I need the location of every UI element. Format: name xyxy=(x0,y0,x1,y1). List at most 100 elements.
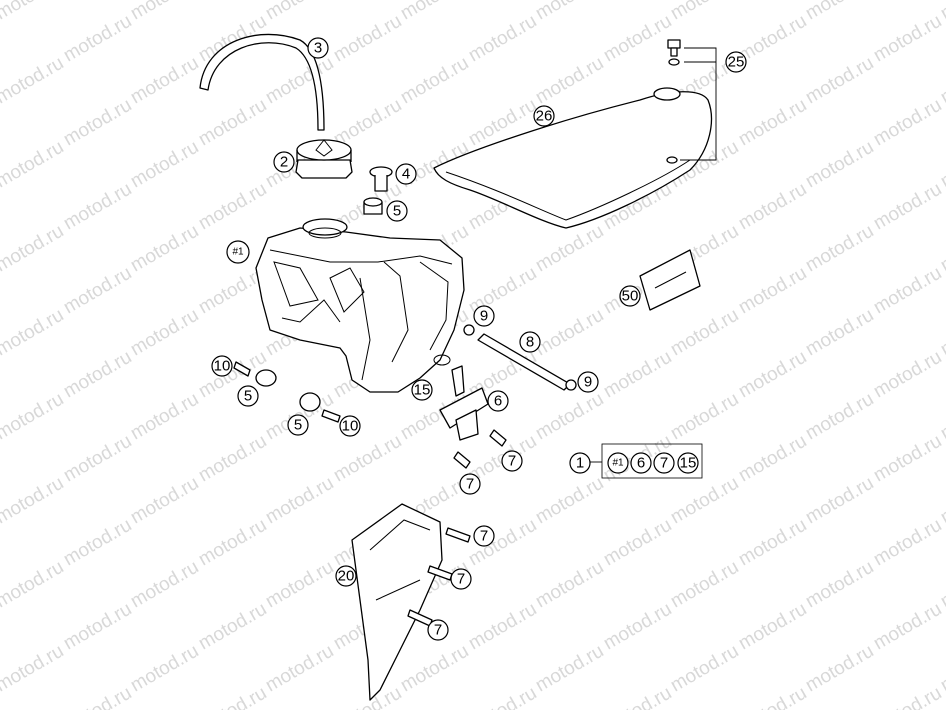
tap-screw-right xyxy=(489,429,507,447)
watermark-text: motod.ru xyxy=(60,431,135,487)
callout-c9b: 9 xyxy=(577,371,599,393)
callout-circle xyxy=(339,415,361,437)
spoiler-screw-top xyxy=(445,527,471,543)
watermark-text: motod.ru xyxy=(735,179,810,235)
watermark-text: motod.ru xyxy=(600,683,675,710)
watermark-text: motod.ru xyxy=(60,683,135,710)
clip-top xyxy=(463,324,475,336)
watermark-text: motod.ru xyxy=(465,11,540,67)
callout-label: 5 xyxy=(294,417,302,434)
watermark-text: motod.ru xyxy=(600,11,675,67)
callout-label: 7 xyxy=(457,571,465,588)
watermark-text: motod.ru xyxy=(127,0,202,24)
callout-c25: 25 xyxy=(725,51,747,73)
callout-label: 50 xyxy=(622,288,639,305)
callout-c5a: 5 xyxy=(386,200,408,222)
watermark-text: motod.ru xyxy=(600,599,675,655)
callout-label: 7 xyxy=(466,476,474,493)
watermark-text: motod.ru xyxy=(60,599,135,655)
watermark-text: motod.ru xyxy=(802,641,877,697)
watermark-text: motod.ru xyxy=(127,137,202,193)
callout-circle xyxy=(386,200,408,222)
callout-circle xyxy=(677,452,699,474)
watermark-text: motod.ru xyxy=(0,137,67,193)
watermark-text: motod.ru xyxy=(262,557,337,613)
watermark-text: motod.ru xyxy=(195,431,270,487)
callout-circle xyxy=(450,568,472,590)
watermark-text: motod.ru xyxy=(127,53,202,109)
callout-c7e: 7 xyxy=(427,619,449,641)
watermark-text: motod.ru xyxy=(870,11,945,67)
watermark-text: motod.ru xyxy=(870,431,945,487)
callout-circle xyxy=(395,163,417,185)
callout-circle xyxy=(473,305,495,327)
watermark-text: motod.ru xyxy=(802,53,877,109)
bushing-lower xyxy=(299,392,321,412)
fuel-tank xyxy=(255,218,465,393)
watermark-text: motod.ru xyxy=(127,221,202,277)
callout-c7a: 7 xyxy=(501,450,523,472)
watermark-text: motod.ru xyxy=(60,11,135,67)
watermark-text: motod.ru xyxy=(0,305,67,361)
callout-label: 5 xyxy=(393,203,401,220)
seat xyxy=(433,87,712,229)
watermark-text: motod.ru xyxy=(802,221,877,277)
watermark-text: motod.ru xyxy=(465,599,540,655)
callout-c7d: 7 xyxy=(450,568,472,590)
callout-label: #1 xyxy=(232,247,244,258)
callout-c10b: 10 xyxy=(339,415,361,437)
kit-box xyxy=(601,443,703,479)
callout-label: 3 xyxy=(314,40,322,57)
watermark-text: motod.ru xyxy=(127,641,202,697)
watermark-text: motod.ru xyxy=(0,0,67,24)
callout-c5c: 5 xyxy=(287,414,309,436)
watermark-text: motod.ru xyxy=(735,599,810,655)
watermark-text: motod.ru xyxy=(465,683,540,710)
watermark-text: motod.ru xyxy=(532,389,607,445)
watermark-text: motod.ru xyxy=(735,95,810,151)
watermark-text: motod.ru xyxy=(0,557,67,613)
watermark-text: motod.ru xyxy=(0,221,67,277)
callout-circle xyxy=(211,355,233,377)
watermark-text: motod.ru xyxy=(127,389,202,445)
watermark-text: motod.ru xyxy=(330,11,405,67)
callout-circle xyxy=(427,619,449,641)
watermark-text: motod.ru xyxy=(667,0,742,24)
callout-c10a: 10 xyxy=(211,355,233,377)
watermark-text: motod.ru xyxy=(532,221,607,277)
watermark-text: motod.ru xyxy=(127,473,202,529)
fuel-cap xyxy=(295,139,353,179)
watermark-text: motod.ru xyxy=(667,305,742,361)
watermark-text: motod.ru xyxy=(937,389,946,445)
watermark-text: motod.ru xyxy=(127,305,202,361)
callout-label: 25 xyxy=(728,54,745,71)
callout-circle xyxy=(411,379,433,401)
watermark-text: motod.ru xyxy=(802,0,877,24)
watermark-text: motod.ru xyxy=(532,0,607,24)
watermark-text: motod.ru xyxy=(195,683,270,710)
watermark-text: motod.ru xyxy=(600,347,675,403)
callout-circle xyxy=(237,385,259,407)
callout-circle xyxy=(653,452,675,474)
callout-c1: 1 xyxy=(569,452,591,474)
watermark-text: motod.ru xyxy=(870,347,945,403)
callout-c26: 26 xyxy=(533,105,555,127)
watermark-text: motod.ru xyxy=(937,473,946,529)
watermark-text: motod.ru xyxy=(262,53,337,109)
callout-circle xyxy=(459,473,481,495)
watermark-text: motod.ru xyxy=(735,347,810,403)
callout-c3: 3 xyxy=(307,37,329,59)
callout-c4: 4 xyxy=(395,163,417,185)
watermark-text: motod.ru xyxy=(667,641,742,697)
watermark-text: motod.ru xyxy=(937,641,946,697)
watermark-text: motod.ru xyxy=(532,557,607,613)
watermark-text: motod.ru xyxy=(397,0,472,24)
callout-circle xyxy=(335,565,357,587)
watermark-text: motod.ru xyxy=(735,515,810,571)
watermark-text: motod.ru xyxy=(60,515,135,571)
callout-label: 9 xyxy=(584,374,592,391)
callout-label: 4 xyxy=(402,166,410,183)
watermark-text: motod.ru xyxy=(802,473,877,529)
callout-circle xyxy=(273,151,295,173)
